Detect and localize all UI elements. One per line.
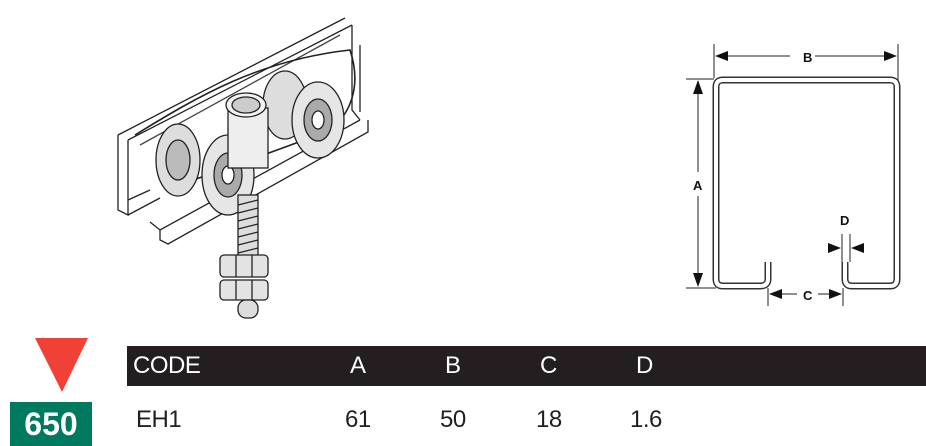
bolt-and-nuts: [219, 194, 269, 319]
header-c: C: [540, 352, 557, 379]
size-badge: 650: [10, 402, 92, 446]
roller-wheels: [155, 70, 345, 216]
cell-a: 61: [345, 406, 371, 433]
red-triangle-marker-icon: [35, 338, 88, 392]
cell-c: 18: [536, 406, 562, 433]
table-header-bar: [127, 346, 926, 386]
cell-b: 50: [440, 406, 466, 433]
header-d: D: [636, 352, 653, 379]
dim-label-d: D: [840, 213, 849, 228]
header-a: A: [350, 352, 366, 379]
cell-code: EH1: [136, 406, 182, 433]
dim-label-b: B: [803, 50, 812, 65]
dimension-lines: [686, 44, 899, 306]
cell-d: 1.6: [630, 406, 662, 433]
dim-label-a: A: [693, 178, 703, 193]
profile-cross-section: [712, 76, 901, 290]
dim-label-c: C: [803, 288, 813, 303]
header-code: CODE: [133, 352, 201, 379]
header-b: B: [445, 352, 461, 379]
